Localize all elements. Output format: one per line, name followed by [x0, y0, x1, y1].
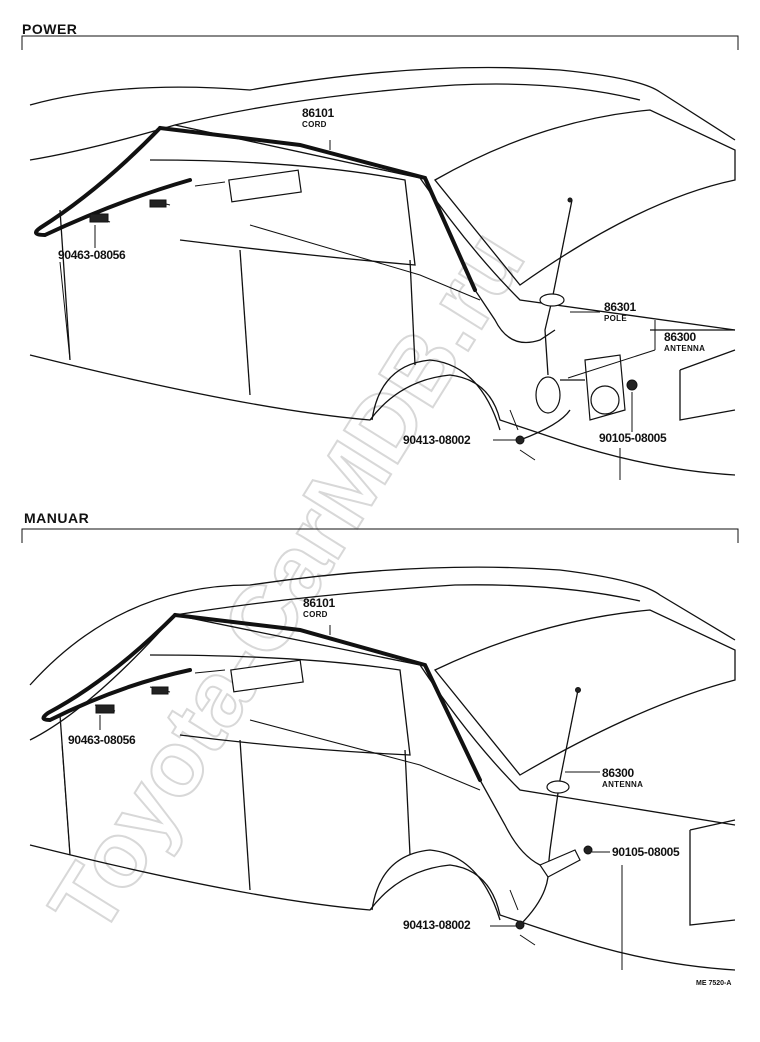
power-grommet-callout: 90413-08002 [403, 433, 471, 447]
power-antenna-callout: 86300 ANTENNA [664, 331, 705, 355]
power-antenna-part-number: 86300 [664, 330, 696, 344]
power-cord-name: CORD [302, 120, 327, 129]
manual-bolt-part-number: 90105-08005 [612, 845, 680, 859]
power-pole-part-number: 86301 [604, 300, 636, 314]
manual-antenna-part-number: 86300 [602, 766, 634, 780]
manual-grommet-callout: 90413-08002 [403, 918, 471, 932]
power-pole-name: POLE [604, 314, 627, 323]
power-cord-part-number: 86101 [302, 106, 334, 120]
power-cord-callout: 86101 CORD [302, 107, 334, 131]
manual-diagram [21, 528, 739, 971]
manual-section-title: MANUAR [24, 510, 90, 526]
manual-cord-callout: 86101 CORD [303, 597, 335, 621]
power-bolt-part-number: 90105-08005 [599, 431, 667, 445]
manual-panel: MANUAR 86101 CORD 86300 ANTENNA 90463-08… [0, 505, 760, 1025]
manual-cord-part-number: 86101 [303, 596, 335, 610]
power-diagram [21, 35, 739, 480]
power-antenna-name: ANTENNA [664, 344, 706, 353]
power-clip-callout: 90463-08056 [58, 248, 126, 262]
manual-cord-name: CORD [303, 610, 328, 619]
manual-grommet-part-number: 90413-08002 [403, 918, 471, 932]
power-grommet-part-number: 90413-08002 [403, 433, 471, 447]
manual-bolt-callout: 90105-08005 [612, 845, 680, 859]
manual-antenna-callout: 86300 ANTENNA [602, 767, 643, 791]
power-clip-part-number: 90463-08056 [58, 248, 126, 262]
power-panel: POWER 86101 CORD 86301 POLE 86300 ANTENN… [0, 0, 760, 500]
power-bolt-callout: 90105-08005 [599, 431, 667, 445]
manual-antenna-name: ANTENNA [602, 780, 644, 789]
manual-clip-part-number: 90463-08056 [68, 733, 136, 747]
power-section-title: POWER [22, 21, 78, 37]
figure-reference-code: ME 7520-A [696, 980, 732, 987]
manual-clip-callout: 90463-08056 [68, 733, 136, 747]
power-pole-callout: 86301 POLE [604, 301, 636, 325]
